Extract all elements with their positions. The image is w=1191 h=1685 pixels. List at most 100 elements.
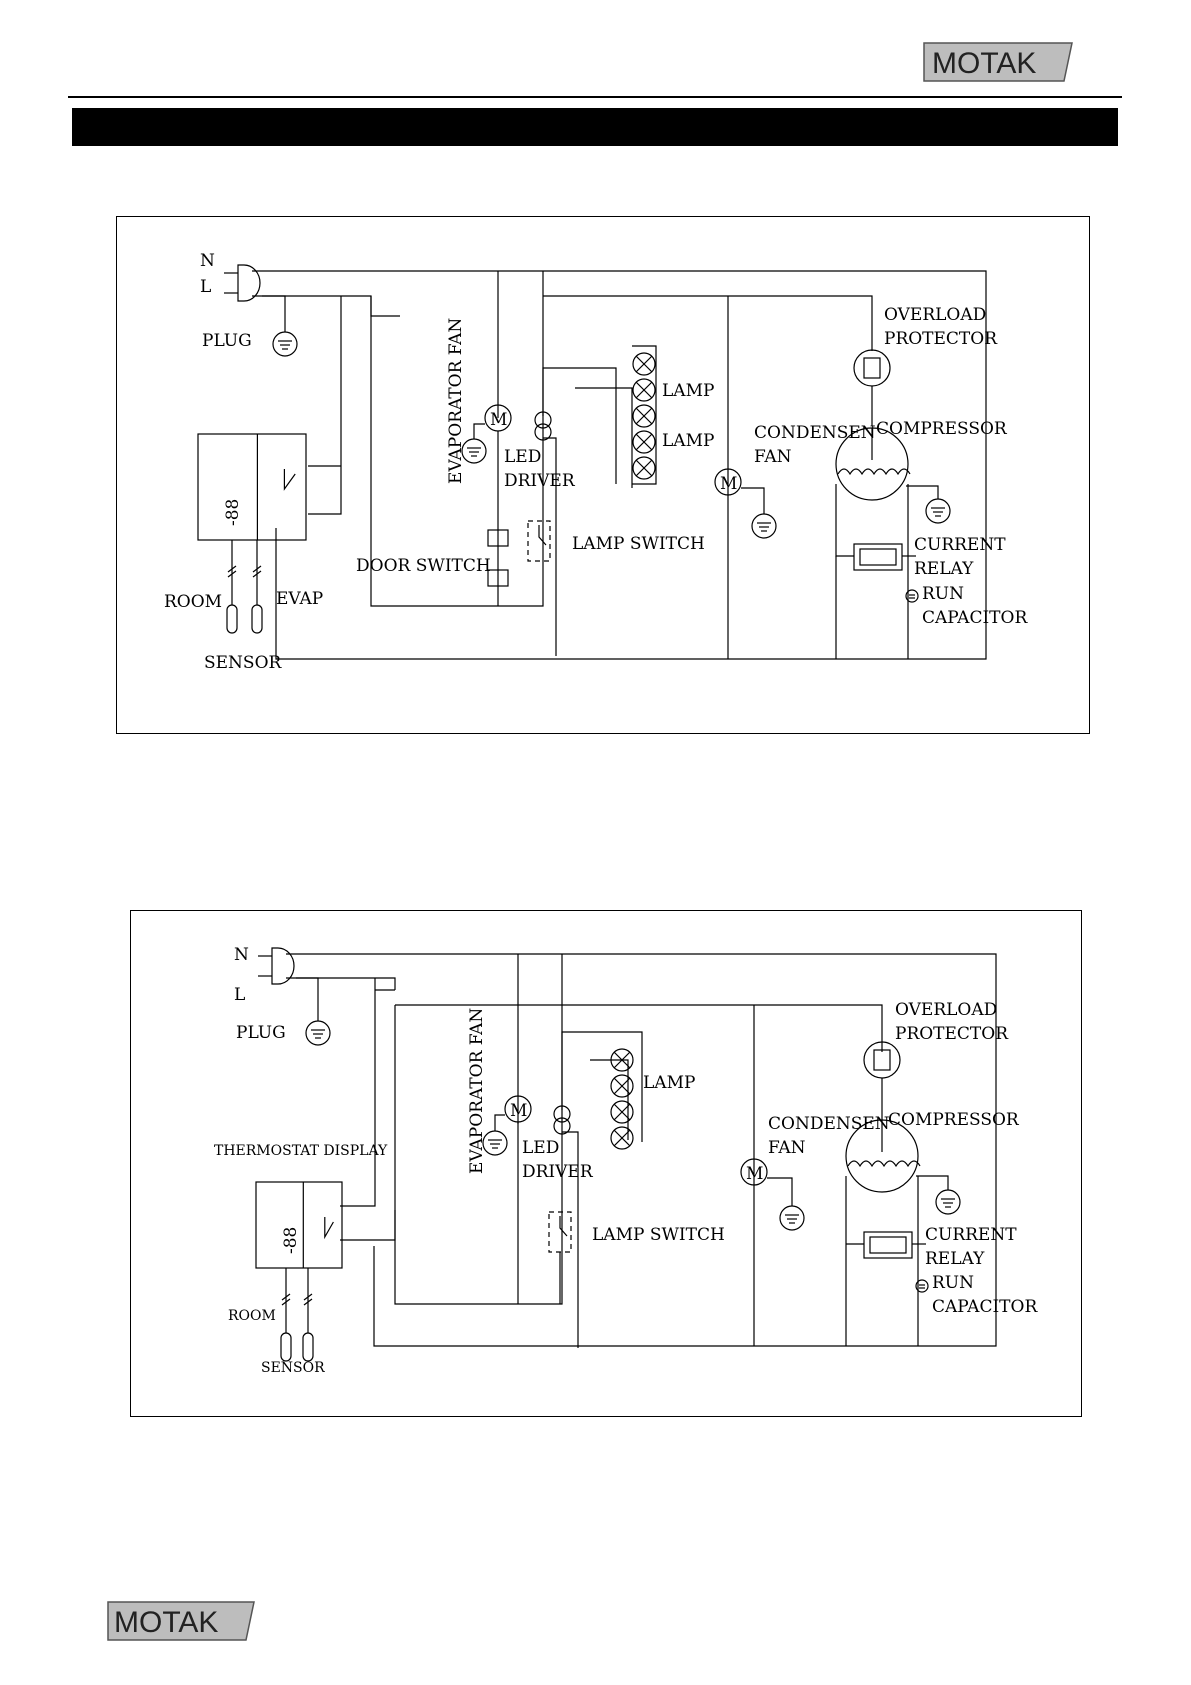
- label-lamp-b: LAMP: [662, 431, 714, 451]
- lamp-switch-icon: [548, 1211, 572, 1253]
- label-run: RUN: [932, 1273, 974, 1293]
- lamp-switch-icon: [527, 520, 551, 562]
- lamp-icon: [610, 1126, 634, 1150]
- sensor-probe: [302, 1268, 314, 1362]
- svg-text:MOTAK: MOTAK: [932, 47, 1036, 80]
- current-relay-icon: [853, 543, 903, 571]
- sensor-probe: [226, 540, 238, 634]
- label-compressor: COMPRESSOR: [876, 419, 1008, 439]
- lamp-icon: [632, 352, 656, 376]
- wire: [340, 1005, 396, 1241]
- label-fan: FAN: [754, 447, 792, 467]
- label-evaporator-fan: EVAPORATOR FAN: [446, 318, 466, 484]
- wire: [835, 484, 854, 557]
- lamp-icon: [610, 1074, 634, 1098]
- label-run: RUN: [922, 584, 964, 604]
- wire: [473, 423, 485, 439]
- wire: [562, 1131, 579, 1348]
- svg-text:MOTAK: MOTAK: [114, 1606, 218, 1639]
- svg-text:M: M: [510, 1101, 527, 1121]
- label-evaporator-fan: EVAPORATOR FAN: [467, 1008, 487, 1174]
- ground-icon: [935, 1189, 961, 1215]
- label-condensen: CONDENSEN: [768, 1114, 890, 1134]
- brand-logo-top: MOTAK: [922, 41, 1074, 83]
- lamp-icon: [632, 430, 656, 454]
- label-plug: PLUG: [202, 331, 252, 351]
- lamp-icon: [632, 378, 656, 402]
- label-capacitor: CAPACITOR: [922, 608, 1028, 628]
- svg-text:M: M: [746, 1164, 763, 1184]
- label-overload: OVERLOAD: [895, 1000, 997, 1020]
- wire: [906, 485, 939, 499]
- label-room: ROOM: [164, 592, 222, 612]
- label-lamp-a: LAMP: [662, 381, 714, 401]
- thermostat-display: -88: [197, 433, 307, 541]
- label-protector: PROTECTOR: [895, 1024, 1009, 1044]
- svg-text:-88: -88: [223, 499, 243, 526]
- svg-text:M: M: [490, 410, 507, 430]
- motor-icon: M: [714, 468, 742, 496]
- ground-icon: [272, 331, 298, 357]
- label-relay: RELAY: [925, 1249, 985, 1269]
- compressor-icon: [835, 427, 911, 501]
- lamp-icon: [632, 404, 656, 428]
- run-capacitor-icon: [915, 1279, 929, 1293]
- label-sensor: SENSOR: [261, 1360, 325, 1376]
- label-n: N: [200, 251, 215, 271]
- wire: [340, 978, 376, 1207]
- svg-text:-88: -88: [281, 1227, 301, 1254]
- label-led: LED: [522, 1138, 559, 1158]
- label-door-switch: DOOR SWITCH: [356, 556, 491, 576]
- wire: [252, 295, 400, 317]
- wire: [916, 1175, 949, 1190]
- current-relay-icon: [863, 1231, 913, 1259]
- label-l: L: [234, 985, 245, 1005]
- label-led: LED: [504, 447, 541, 467]
- label-fan: FAN: [768, 1138, 806, 1158]
- wire: [394, 954, 563, 1305]
- compressor-icon: [845, 1119, 921, 1193]
- motor-icon: M: [740, 1158, 768, 1186]
- label-capacitor: CAPACITOR: [932, 1297, 1038, 1317]
- wire: [542, 367, 617, 484]
- wire: [308, 296, 342, 515]
- wire: [296, 977, 319, 1021]
- label-sensor: SENSOR: [204, 653, 283, 673]
- plug-icon: [224, 264, 261, 302]
- label-condensen: CONDENSEN: [754, 423, 876, 443]
- ground-icon: [751, 513, 777, 539]
- label-protector: PROTECTOR: [884, 329, 998, 349]
- label-overload: OVERLOAD: [884, 305, 986, 325]
- label-driver: DRIVER: [504, 471, 576, 491]
- lamp-icon: [610, 1100, 634, 1124]
- lamp-icon: [610, 1048, 634, 1072]
- plug-icon: [258, 947, 295, 985]
- sensor-probe: [251, 540, 263, 634]
- wire: [575, 387, 633, 488]
- wire: [262, 295, 286, 332]
- wire: [286, 953, 997, 1347]
- wire: [252, 270, 987, 660]
- wire: [561, 1031, 643, 1142]
- ground-icon: [779, 1205, 805, 1231]
- run-capacitor-icon: [905, 589, 919, 603]
- wire: [395, 1004, 883, 1052]
- header-rule: [68, 96, 1122, 98]
- ground-icon: [305, 1020, 331, 1046]
- label-current: CURRENT: [914, 535, 1006, 555]
- label-relay: RELAY: [914, 559, 974, 579]
- overload-protector-icon: [853, 349, 891, 387]
- wire: [767, 1177, 793, 1206]
- door-switch-icon: [487, 569, 509, 587]
- label-plug: PLUG: [236, 1023, 286, 1043]
- label-l: L: [200, 277, 211, 297]
- wire: [741, 487, 765, 514]
- wire: [494, 1114, 505, 1131]
- ground-icon: [925, 498, 951, 524]
- label-lamp-switch: LAMP SWITCH: [592, 1225, 725, 1245]
- wire: [632, 345, 657, 485]
- label-n: N: [234, 945, 249, 965]
- door-switch-icon: [487, 529, 509, 547]
- sensor-probe: [280, 1268, 292, 1362]
